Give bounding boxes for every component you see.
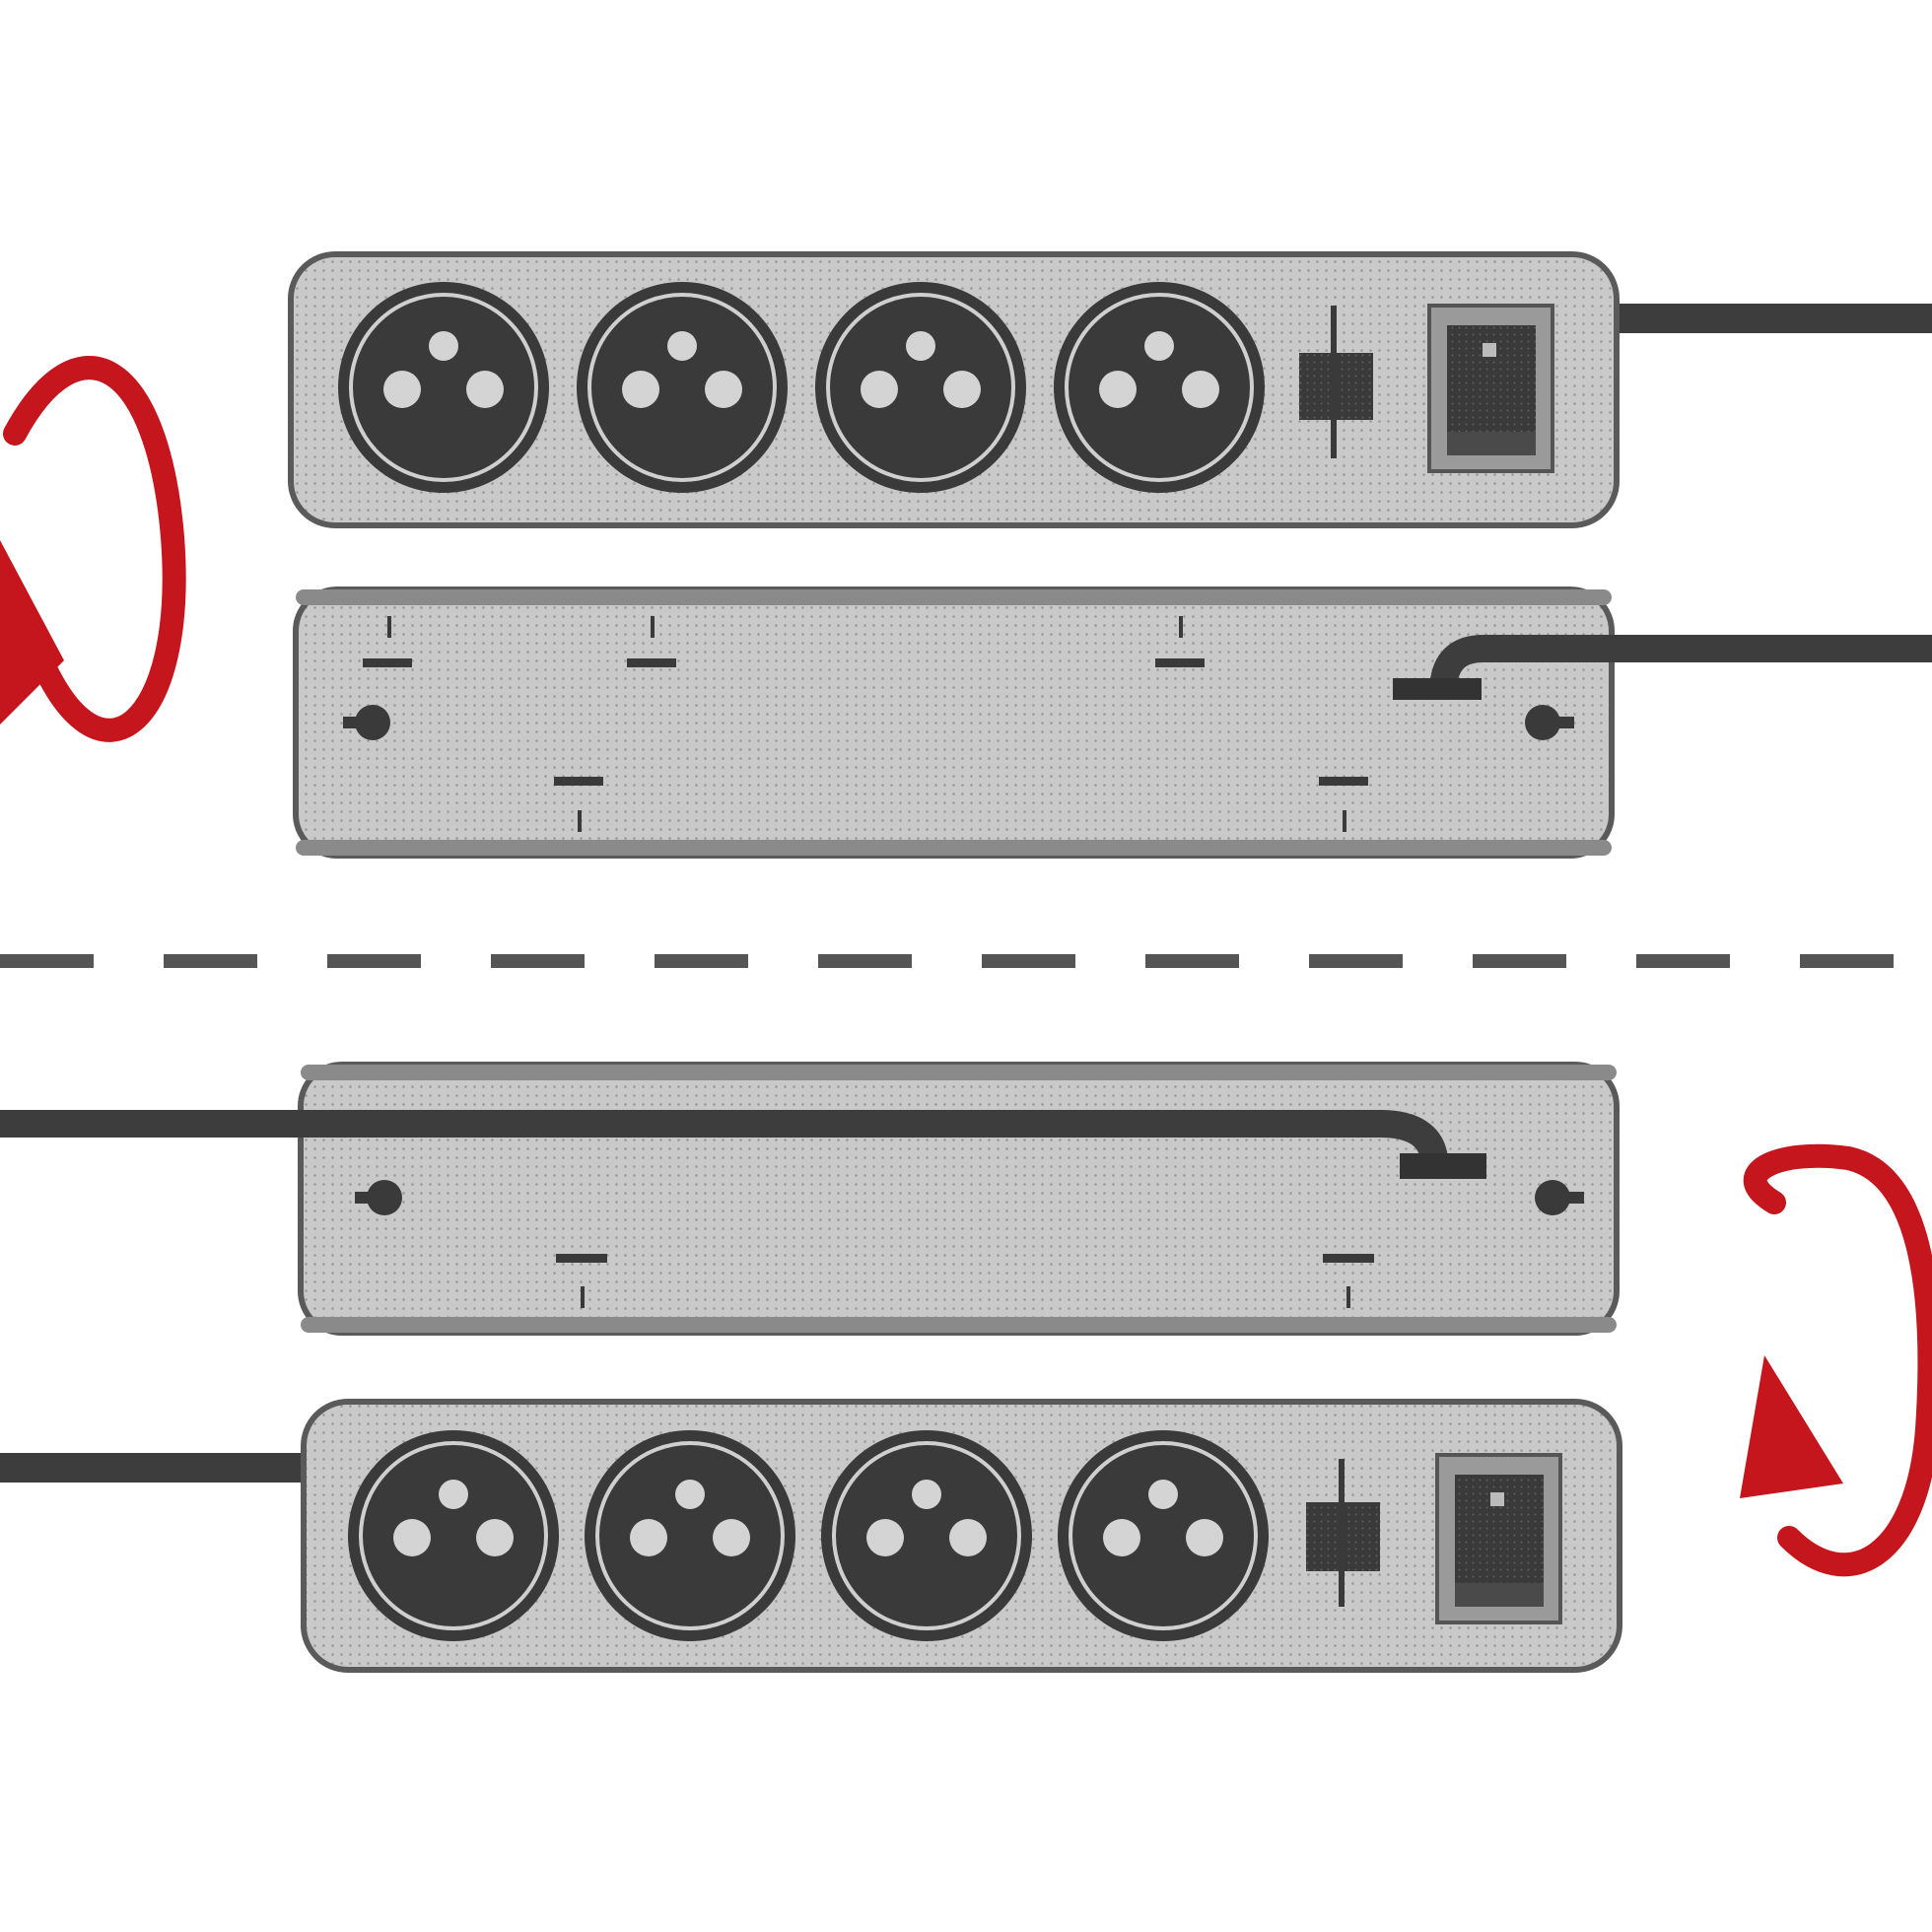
separator-dash [491,954,585,968]
keyhole-icon [1535,1180,1584,1215]
power-strip-back-view [293,586,1932,859]
separator-dash [1473,954,1566,968]
separator-dash [1145,954,1239,968]
power-cable [1612,304,1932,333]
power-strip-front-view [288,251,1620,528]
power-strip-back-view [0,1062,1620,1336]
socket-hole [383,371,421,408]
earth-pin [429,331,458,361]
dashed-separator [0,954,1894,968]
socket-hole [466,371,504,408]
rotate-arrow-icon [1740,1143,1932,1577]
socket [338,282,549,493]
separator-dash [164,954,257,968]
cable-entry [1400,1153,1486,1179]
socket [1054,282,1265,493]
separator-dash [327,954,421,968]
cable-channel-marks [556,1254,1374,1308]
rotate-arrow-icon [0,356,186,742]
socket [821,1430,1032,1641]
top-panel [0,251,1932,859]
power-strip-front-view [301,1399,1622,1673]
separator-dash [982,954,1075,968]
cable-entry [1393,678,1482,700]
socket [1058,1430,1269,1641]
rocker-switch-icon [1427,304,1554,473]
separator-dash [655,954,748,968]
separator-dash [0,954,94,968]
brand-logo-icon [1299,306,1373,458]
separator-dash [1309,954,1403,968]
keyhole-icon [1525,705,1574,740]
socket [348,1430,559,1641]
rocker-switch-icon [1435,1453,1562,1624]
socket [815,282,1026,493]
keyhole-icon [343,705,390,740]
separator-dash [818,954,912,968]
socket [585,1430,795,1641]
bottom-panel [0,1062,1932,1673]
brand-logo-icon [1306,1459,1380,1607]
power-cable [0,1453,308,1483]
separator-dash [1800,954,1894,968]
separator-dash [1636,954,1730,968]
keyhole-icon [355,1180,402,1215]
socket [577,282,788,493]
cable-channel-marks [363,616,1368,832]
